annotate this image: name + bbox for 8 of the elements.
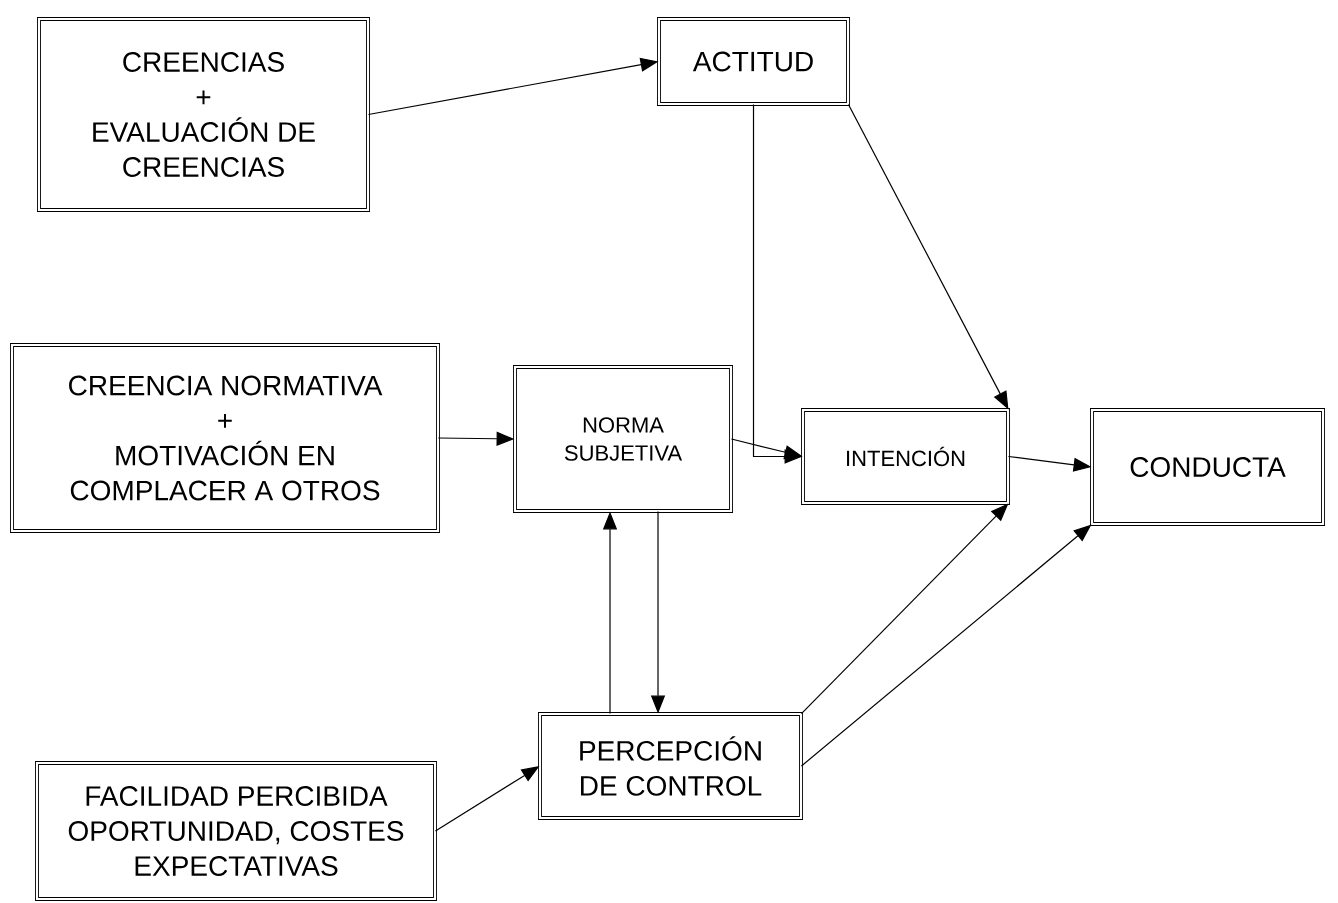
concept-box: INTENCIÓN — [801, 408, 1010, 505]
concept-box: PERCEPCIÓN DE CONTROL — [538, 712, 803, 820]
concept-box: CREENCIA NORMATIVA + MOTIVACIÓN EN COMPLACER A OTROS — [10, 343, 440, 533]
concept-box: NORMA SUBJETIVA — [513, 365, 733, 513]
concept-box: CONDUCTA — [1090, 408, 1325, 526]
concept-box: FACILIDAD PERCIBIDA OPORTUNIDAD, COSTES EXPECTATIVAS — [35, 761, 437, 901]
concept-box: CREENCIAS + EVALUACIÓN DE CREENCIAS — [37, 17, 370, 212]
concept-box: ACTITUD — [657, 17, 850, 106]
